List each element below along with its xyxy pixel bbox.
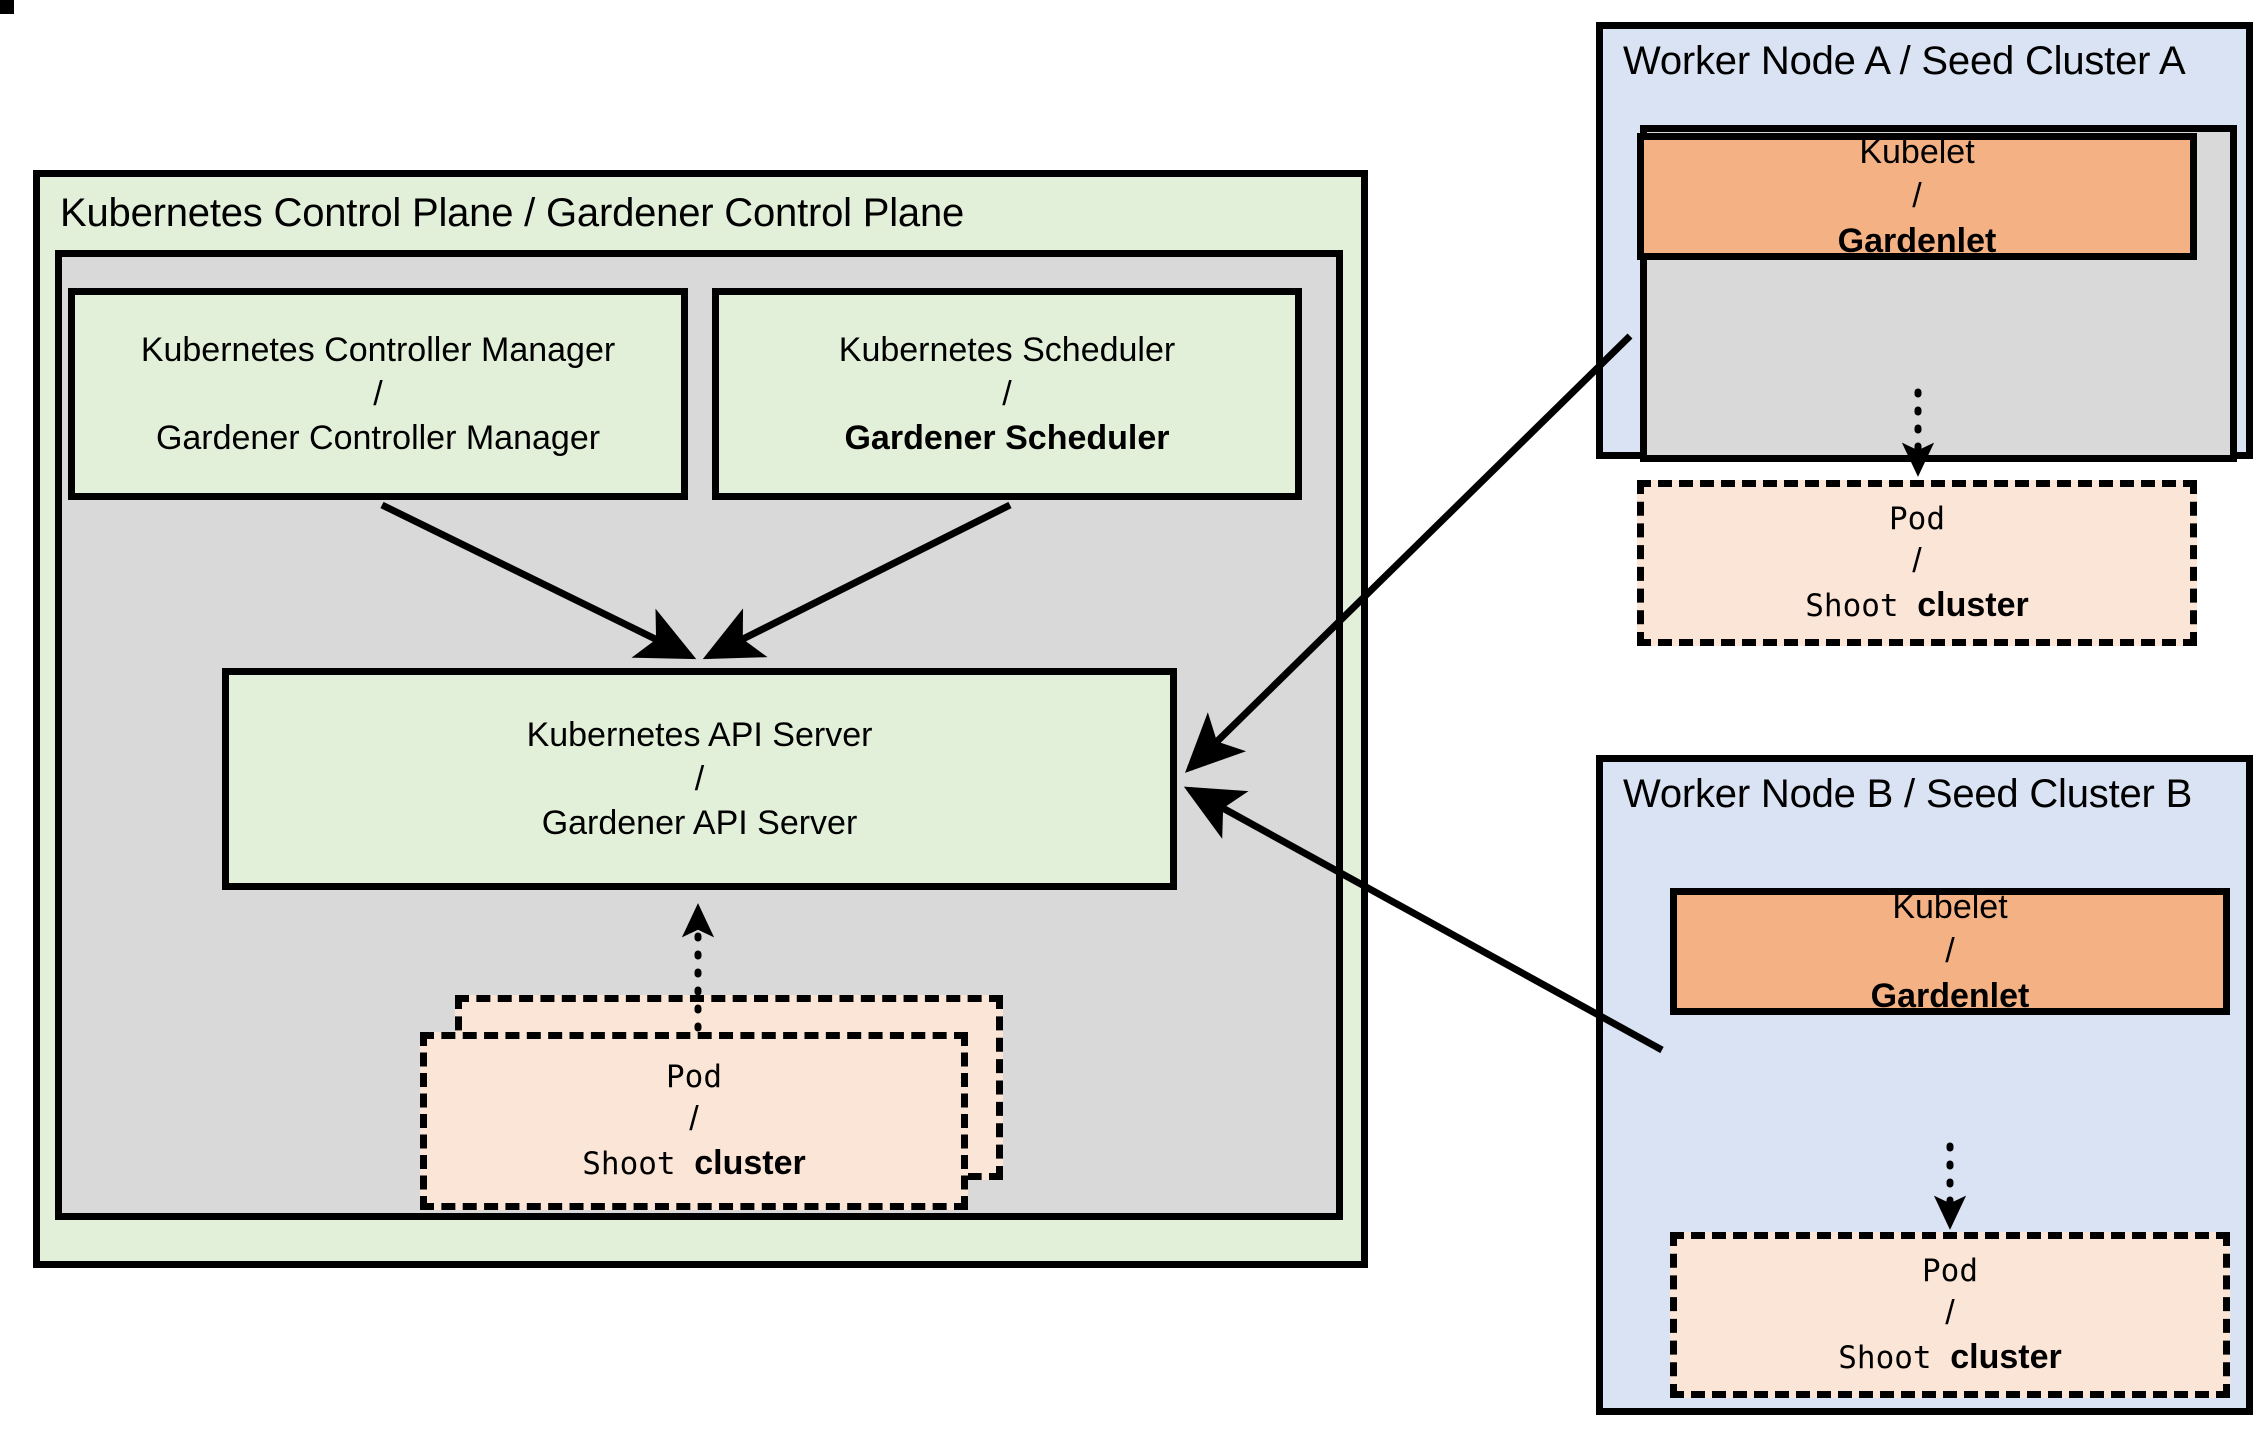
api-server-line-2: Gardener API Server [541, 804, 858, 843]
kcm-line-2: Gardener Controller Manager [155, 419, 601, 458]
pod-a-cluster-word: cluster [1917, 586, 2029, 625]
box-kubelet-gardenlet-a[interactable]: Kubelet / Gardenlet [1637, 133, 2197, 260]
pod-b-line-2: Shoot cluster [1838, 1335, 2062, 1379]
api-server-line-1: Kubernetes API Server [526, 715, 873, 754]
kubelet-a-line-2: Gardenlet [1837, 221, 1997, 260]
cp-pod-cluster-word: cluster [694, 1144, 806, 1183]
cp-pod-shoot-word: Shoot [582, 1146, 676, 1183]
cp-pod-line-2: Shoot cluster [582, 1141, 806, 1185]
pod-b-separator: / [1945, 1293, 1955, 1332]
kubelet-b-line-2: Gardenlet [1870, 976, 2030, 1015]
kcm-line-1: Kubernetes Controller Manager [140, 330, 616, 369]
pod-b-shoot-word: Shoot [1838, 1340, 1932, 1377]
pod-a-separator: / [1912, 541, 1922, 580]
box-kubernetes-scheduler[interactable]: Kubernetes Scheduler / Gardener Schedule… [712, 288, 1302, 500]
control-plane-title: Kubernetes Control Plane / Gardener Cont… [60, 191, 965, 235]
pod-worker-node-a[interactable]: Pod / Shoot cluster [1637, 480, 2197, 646]
control-plane-pod[interactable]: Pod / Shoot cluster [420, 1032, 968, 1210]
kubelet-b-separator: / [1945, 932, 1955, 971]
box-kubernetes-api-server[interactable]: Kubernetes API Server / Gardener API Ser… [222, 668, 1177, 890]
kubelet-a-separator: / [1912, 177, 1922, 216]
api-server-separator: / [694, 759, 705, 798]
worker-node-a-title: Worker Node A / Seed Cluster A [1623, 39, 2186, 83]
kubelet-b-line-1: Kubelet [1892, 888, 2008, 927]
box-kubernetes-controller-manager[interactable]: Kubernetes Controller Manager / Gardener… [68, 288, 688, 500]
scheduler-separator: / [1002, 374, 1012, 413]
pod-b-line-1: Pod [1922, 1252, 1978, 1289]
kcm-separator: / [373, 374, 383, 413]
pod-worker-node-b[interactable]: Pod / Shoot cluster [1670, 1232, 2230, 1398]
pod-a-line-2: Shoot cluster [1805, 583, 2029, 627]
worker-node-b-inner-area [0, 0, 14, 14]
pod-a-shoot-word: Shoot [1805, 588, 1899, 625]
box-kubelet-gardenlet-b[interactable]: Kubelet / Gardenlet [1670, 888, 2230, 1015]
kubelet-a-line-1: Kubelet [1859, 133, 1975, 172]
worker-node-b-title: Worker Node B / Seed Cluster B [1623, 772, 2193, 816]
scheduler-line-2: Gardener Scheduler [844, 419, 1170, 458]
cp-pod-separator: / [689, 1099, 699, 1138]
pod-b-cluster-word: cluster [1950, 1338, 2062, 1377]
scheduler-line-1: Kubernetes Scheduler [838, 330, 1176, 369]
pod-a-line-1: Pod [1889, 500, 1945, 537]
cp-pod-line-1: Pod [666, 1058, 722, 1095]
